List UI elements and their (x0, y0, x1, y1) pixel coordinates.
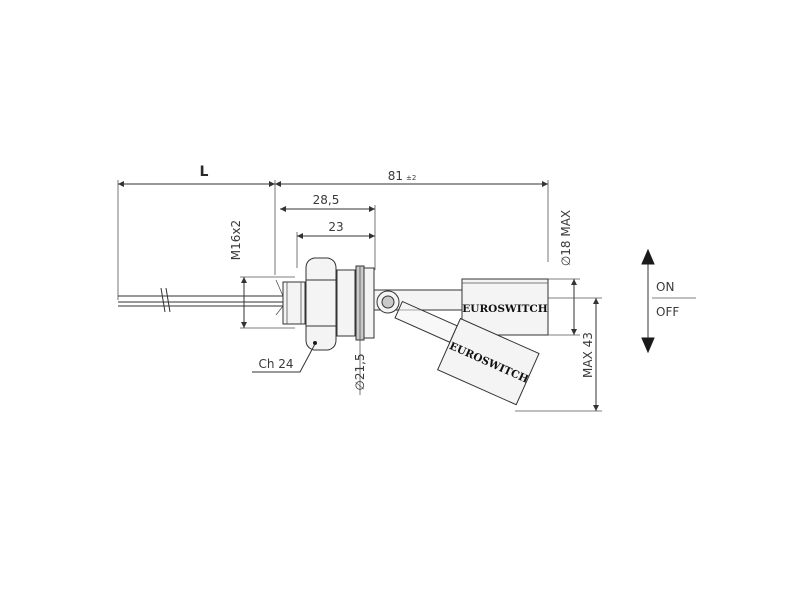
dimension-float-diameter: ∅18 MAX (548, 210, 580, 336)
dimension-flange-diameter: ∅21,5 (353, 340, 367, 395)
logo-top: EUROSWITCH (462, 303, 547, 315)
dimension-max-swing: MAX 43 (515, 297, 602, 412)
float-on-position: EUROSWITCH (461, 278, 549, 336)
flange-diameter-label: ∅21,5 (353, 353, 367, 390)
threaded-bushing (282, 281, 306, 325)
float-diameter-label: ∅18 MAX (559, 210, 573, 266)
dimension-L: L (117, 164, 276, 300)
dimension-23: 23 (296, 220, 375, 268)
hex-nut (305, 257, 337, 351)
off-label: OFF (656, 305, 679, 319)
dimension-overall-length: 81±2 (275, 169, 549, 262)
dimension-thread: M16x2 (229, 220, 295, 329)
switch-body (336, 265, 375, 341)
svg-text:81±2: 81±2 (388, 169, 417, 183)
length-28-5-label: 28,5 (313, 193, 340, 207)
arrow-up-icon (641, 248, 655, 265)
float-off-position: EUROSWITCH (394, 300, 540, 406)
dimension-28-5: 28,5 (280, 193, 376, 270)
on-off-indicator: ON OFF (641, 248, 696, 354)
on-label: ON (656, 280, 674, 294)
dimension-hex: Ch 24 (252, 343, 316, 373)
overall-length-label: 81 (388, 169, 403, 183)
hex-label: Ch 24 (258, 357, 293, 371)
length-23-label: 23 (328, 220, 343, 234)
thread-label: M16x2 (229, 220, 243, 260)
overall-tolerance-label: ±2 (406, 174, 416, 182)
cable (118, 279, 284, 316)
arrow-down-icon (641, 337, 655, 354)
dimension-L-label: L (200, 164, 209, 180)
max-swing-label: MAX 43 (581, 332, 595, 378)
